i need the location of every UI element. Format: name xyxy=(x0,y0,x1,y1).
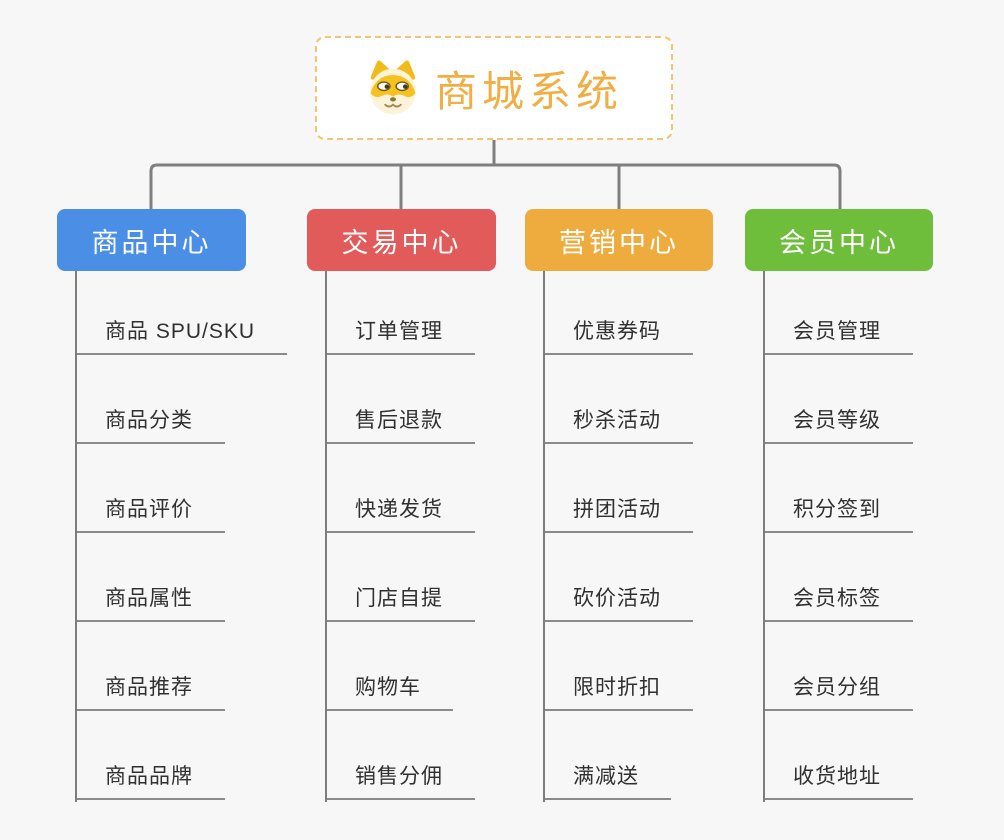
dog-face-icon xyxy=(370,60,416,115)
child-topic[interactable]: 商品推荐 xyxy=(75,622,287,711)
child-topic[interactable]: 购物车 xyxy=(325,622,475,711)
child-topic[interactable]: 订单管理 xyxy=(325,271,475,355)
branch-children-trade-center: 订单管理 售后退款 快递发货 门店自提 购物车 销售分佣 xyxy=(325,271,475,802)
child-topic-label: 商品 SPU/SKU xyxy=(75,315,288,355)
child-topic-label: 商品分类 xyxy=(75,404,225,444)
child-topic[interactable]: 会员等级 xyxy=(763,355,913,444)
child-topic-label: 拼团活动 xyxy=(543,493,693,533)
child-topic-label: 秒杀活动 xyxy=(543,404,693,444)
child-topic-label: 限时折扣 xyxy=(543,671,693,711)
child-topic-label: 收货地址 xyxy=(763,760,913,800)
branch-children-marketing-center: 优惠券码 秒杀活动 拼团活动 砍价活动 限时折扣 满减送 xyxy=(543,271,693,802)
child-topic[interactable]: 积分签到 xyxy=(763,444,913,533)
child-topic[interactable]: 拼团活动 xyxy=(543,444,693,533)
child-topic[interactable]: 会员管理 xyxy=(763,271,913,355)
branch-children-member-center: 会员管理 会员等级 积分签到 会员标签 会员分组 收货地址 xyxy=(763,271,913,802)
child-topic[interactable]: 限时折扣 xyxy=(543,622,693,711)
branch-node-member-center[interactable]: 会员中心 xyxy=(745,209,933,271)
child-topic[interactable]: 销售分佣 xyxy=(325,711,475,800)
child-topic[interactable]: 满减送 xyxy=(543,711,693,800)
child-topic[interactable]: 快递发货 xyxy=(325,444,475,533)
branch-label: 营销中心 xyxy=(559,227,679,258)
child-topic-label: 砍价活动 xyxy=(543,582,693,622)
child-topic-label: 订单管理 xyxy=(325,315,475,355)
child-topic[interactable]: 优惠券码 xyxy=(543,271,693,355)
child-topic[interactable]: 会员标签 xyxy=(763,533,913,622)
child-topic-label: 销售分佣 xyxy=(325,760,475,800)
child-topic[interactable]: 商品评价 xyxy=(75,444,287,533)
child-topic[interactable]: 门店自提 xyxy=(325,533,475,622)
child-topic-label: 门店自提 xyxy=(325,582,475,622)
child-topic-label: 会员标签 xyxy=(763,582,913,622)
branch-label: 交易中心 xyxy=(341,227,462,258)
branch-node-product-center[interactable]: 商品中心 xyxy=(57,209,246,271)
child-topic-label: 售后退款 xyxy=(325,404,475,444)
child-topic-label: 购物车 xyxy=(325,671,453,711)
child-topic[interactable]: 商品属性 xyxy=(75,533,287,622)
child-topic-label: 商品推荐 xyxy=(75,671,225,711)
branch-node-trade-center[interactable]: 交易中心 xyxy=(307,209,496,271)
branch-node-marketing-center[interactable]: 营销中心 xyxy=(525,209,713,271)
child-topic[interactable]: 秒杀活动 xyxy=(543,355,693,444)
child-topic-label: 会员等级 xyxy=(763,404,913,444)
child-topic-label: 快递发货 xyxy=(325,493,475,533)
branch-label: 会员中心 xyxy=(779,227,899,258)
child-topic-label: 会员分组 xyxy=(763,671,913,711)
child-topic[interactable]: 商品 SPU/SKU xyxy=(75,271,288,355)
child-topic-label: 商品评价 xyxy=(75,493,225,533)
child-topic[interactable]: 会员分组 xyxy=(763,622,913,711)
branch-label: 商品中心 xyxy=(91,227,212,258)
child-topic-label: 优惠券码 xyxy=(543,315,693,355)
child-topic-label: 满减送 xyxy=(543,760,671,800)
branch-children-product-center: 商品 SPU/SKU 商品分类 商品评价 商品属性 商品推荐 商品品牌 xyxy=(75,271,288,802)
child-topic[interactable]: 收货地址 xyxy=(763,711,913,800)
root-topic-node[interactable]: 商城系统 xyxy=(315,36,673,140)
child-topic-label: 会员管理 xyxy=(763,315,913,355)
child-topic[interactable]: 售后退款 xyxy=(325,355,475,444)
child-topic[interactable]: 商品分类 xyxy=(75,355,287,444)
child-topic[interactable]: 砍价活动 xyxy=(543,533,693,622)
root-topic-title: 商城系统 xyxy=(434,67,623,115)
child-topic-label: 积分签到 xyxy=(763,493,913,533)
child-topic-label: 商品品牌 xyxy=(75,760,225,800)
child-topic-label: 商品属性 xyxy=(75,582,225,622)
child-topic[interactable]: 商品品牌 xyxy=(75,711,287,800)
